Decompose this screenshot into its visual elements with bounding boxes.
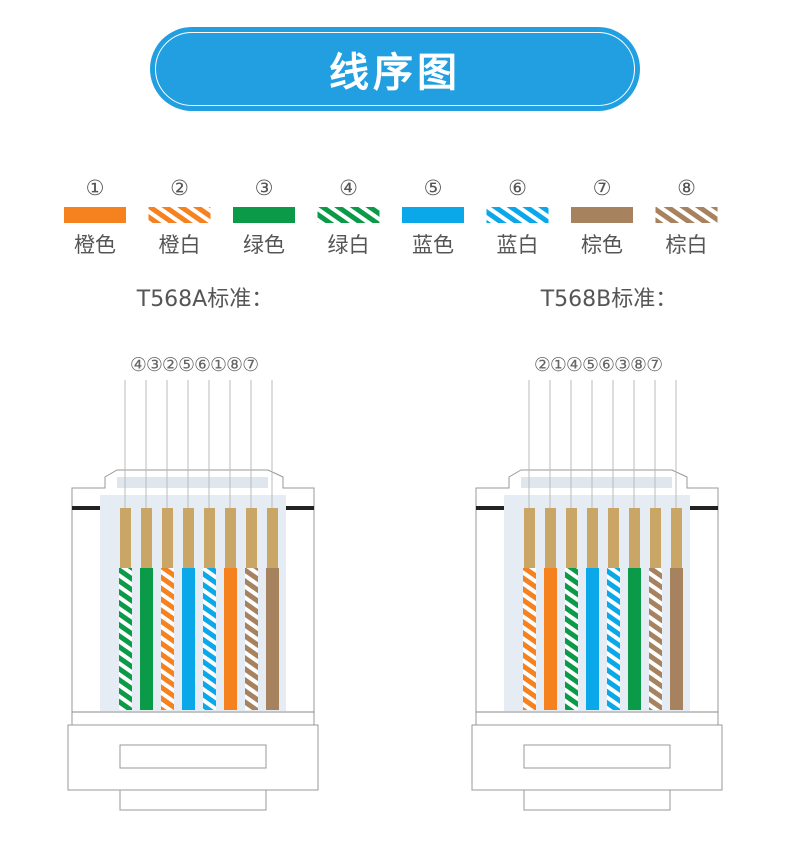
pin-contact bbox=[246, 508, 257, 568]
legend-label: 棕色 bbox=[581, 233, 623, 257]
pin-contact bbox=[650, 508, 661, 568]
wire-6 bbox=[607, 568, 620, 710]
pin-order-label: ②①④⑤⑥③⑧⑦ bbox=[534, 354, 662, 376]
legend-label: 棕白 bbox=[666, 233, 708, 257]
legend-swatch-striped bbox=[486, 207, 549, 223]
legend-item: ② 橙白 bbox=[148, 176, 211, 257]
wire-2 bbox=[161, 568, 174, 710]
legend-number: ⑤ bbox=[424, 176, 443, 200]
pin-contact bbox=[524, 508, 535, 568]
pin-contact bbox=[566, 508, 577, 568]
wire-2 bbox=[523, 568, 536, 710]
legend-item: ⑧ 棕白 bbox=[655, 176, 718, 257]
legend-label: 绿色 bbox=[243, 233, 285, 257]
connector-slot bbox=[523, 744, 671, 769]
pin-contact bbox=[608, 508, 619, 568]
wire-3 bbox=[140, 568, 153, 710]
pin-contact bbox=[629, 508, 640, 568]
wire-8 bbox=[245, 568, 258, 710]
legend-item: ④ 绿白 bbox=[317, 176, 380, 257]
page-title: 线序图 bbox=[329, 50, 461, 96]
legend-item: ⑦ 棕色 bbox=[571, 176, 633, 257]
pin-contact bbox=[162, 508, 173, 568]
legend-number: ② bbox=[170, 176, 189, 200]
black-line bbox=[476, 506, 504, 510]
wire-3 bbox=[628, 568, 641, 710]
legend-label: 蓝色 bbox=[412, 233, 454, 257]
legend-item: ③ 绿色 bbox=[233, 176, 295, 257]
pin-contact bbox=[671, 508, 682, 568]
connector-latch bbox=[117, 477, 268, 488]
wire-4 bbox=[565, 568, 578, 710]
pin-contact bbox=[183, 508, 194, 568]
pin-contact bbox=[587, 508, 598, 568]
connector-t568a: T568A标准： ④③②⑤⑥①⑧⑦ bbox=[67, 287, 319, 811]
pin-contact bbox=[225, 508, 236, 568]
connector-foot bbox=[119, 789, 267, 811]
standard-label: T568B标准： bbox=[540, 287, 678, 312]
pin-contact bbox=[141, 508, 152, 568]
pin-contact bbox=[204, 508, 215, 568]
legend-swatch bbox=[64, 207, 126, 223]
title-banner-border bbox=[155, 32, 635, 106]
wire-5 bbox=[182, 568, 195, 710]
legend-number: ⑥ bbox=[508, 176, 527, 200]
wire-4 bbox=[119, 568, 132, 710]
wire-1 bbox=[224, 568, 237, 710]
legend-swatch-striped bbox=[148, 207, 211, 223]
connector-t568b: T568B标准： ②①④⑤⑥③⑧⑦ bbox=[471, 287, 723, 811]
connector-latch bbox=[521, 477, 672, 488]
connector-foot bbox=[523, 789, 671, 811]
connector-slot bbox=[119, 744, 267, 769]
legend-item: ⑤ 蓝色 bbox=[402, 176, 464, 257]
wire-5 bbox=[586, 568, 599, 710]
title-banner: 线序图 bbox=[150, 27, 640, 111]
legend-number: ③ bbox=[255, 176, 274, 200]
legend-item: ⑥ 蓝白 bbox=[486, 176, 549, 257]
legend-label: 橙色 bbox=[74, 233, 116, 257]
wire-6 bbox=[203, 568, 216, 710]
legend-swatch-striped bbox=[655, 207, 718, 223]
pin-contact bbox=[120, 508, 131, 568]
legend-swatch bbox=[571, 207, 633, 223]
wire-8 bbox=[649, 568, 662, 710]
pin-order-label: ④③②⑤⑥①⑧⑦ bbox=[130, 354, 258, 376]
legend-swatch bbox=[402, 207, 464, 223]
legend-swatch bbox=[233, 207, 295, 223]
legend-number: ⑧ bbox=[677, 176, 696, 200]
black-line bbox=[690, 506, 718, 510]
wire-7 bbox=[670, 568, 683, 710]
legend-swatch-striped bbox=[317, 207, 380, 223]
legend-number: ④ bbox=[339, 176, 358, 200]
standard-label: T568A标准： bbox=[136, 287, 273, 312]
legend-label: 橙白 bbox=[159, 233, 201, 257]
black-line bbox=[72, 506, 100, 510]
legend-number: ⑦ bbox=[593, 176, 612, 200]
legend-label: 绿白 bbox=[328, 233, 370, 257]
legend-number: ① bbox=[86, 176, 105, 200]
black-line bbox=[286, 506, 314, 510]
legend-label: 蓝白 bbox=[497, 233, 539, 257]
wire-7 bbox=[266, 568, 279, 710]
wire-1 bbox=[544, 568, 557, 710]
pin-contact bbox=[545, 508, 556, 568]
legend-item: ① 橙色 bbox=[64, 176, 126, 257]
pin-contact bbox=[267, 508, 278, 568]
